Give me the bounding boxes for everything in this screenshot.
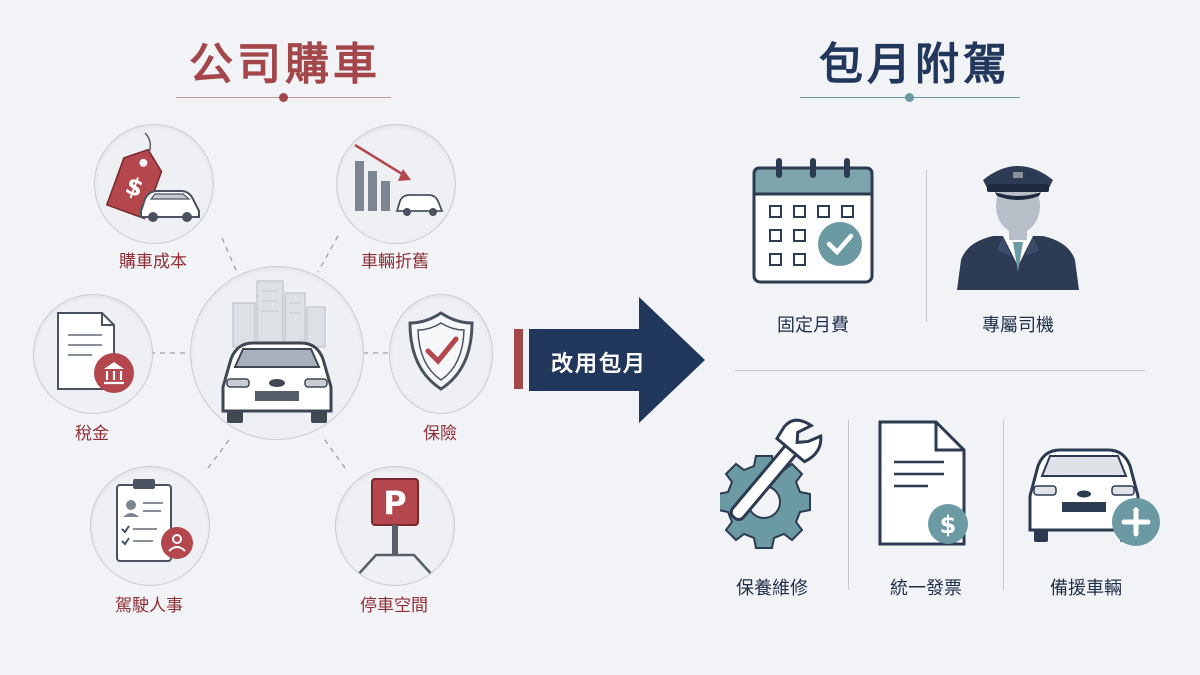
wrench-gear-icon <box>720 418 823 549</box>
hub-circle <box>190 266 364 440</box>
left-title-dot <box>279 93 288 102</box>
label-fixed-fee: 固定月費 <box>777 315 849 336</box>
label-personnel: 駕駛人事 <box>115 596 183 616</box>
label-insurance: 保險 <box>423 424 457 444</box>
car-icon <box>140 190 200 222</box>
invoice-dollar-icon: $ <box>878 420 968 546</box>
label-dedicated-driver: 專屬司機 <box>982 315 1054 336</box>
divider-middle <box>735 370 1145 371</box>
chauffeur-icon <box>957 166 1079 290</box>
label-depreciation: 車輛折舊 <box>361 252 429 272</box>
document-bank-icon <box>57 312 134 393</box>
label-invoice: 統一發票 <box>890 578 962 599</box>
divider-bottom-2 <box>1003 420 1004 590</box>
car-plus-icon <box>1028 448 1160 546</box>
label-tax: 稅金 <box>75 424 109 444</box>
svg-text:$: $ <box>940 511 957 539</box>
shield-check-icon <box>408 311 474 391</box>
circle-purchase-cost: $ <box>94 124 214 244</box>
label-parking: 停車空間 <box>360 596 428 616</box>
svg-text:P: P <box>383 484 406 522</box>
circle-parking: P <box>335 466 455 586</box>
hub-connectors <box>150 235 388 469</box>
circle-insurance <box>389 294 493 414</box>
label-purchase-cost: 購車成本 <box>119 252 187 272</box>
label-maintenance: 保養維修 <box>736 578 808 599</box>
parking-sign-icon: P <box>355 478 435 578</box>
circle-tax <box>33 294 153 414</box>
transition-arrow-icon <box>529 297 705 423</box>
right-title: 包月附駕 <box>819 39 1011 90</box>
bar-chart-down-icon <box>354 143 444 216</box>
arrow-accent-bar <box>514 329 523 389</box>
circle-depreciation <box>336 124 456 244</box>
clipboard-person-icon <box>116 479 193 562</box>
car-icon <box>221 341 333 423</box>
label-backup-vehicle: 備援車輛 <box>1050 578 1122 599</box>
arrow-label: 改用包月 <box>550 352 647 377</box>
right-title-dot <box>905 93 914 102</box>
left-title: 公司購車 <box>189 39 381 90</box>
divider-bottom-1 <box>848 420 849 590</box>
circle-personnel <box>90 466 210 586</box>
divider-top <box>926 170 927 322</box>
calendar-check-icon <box>752 158 874 284</box>
